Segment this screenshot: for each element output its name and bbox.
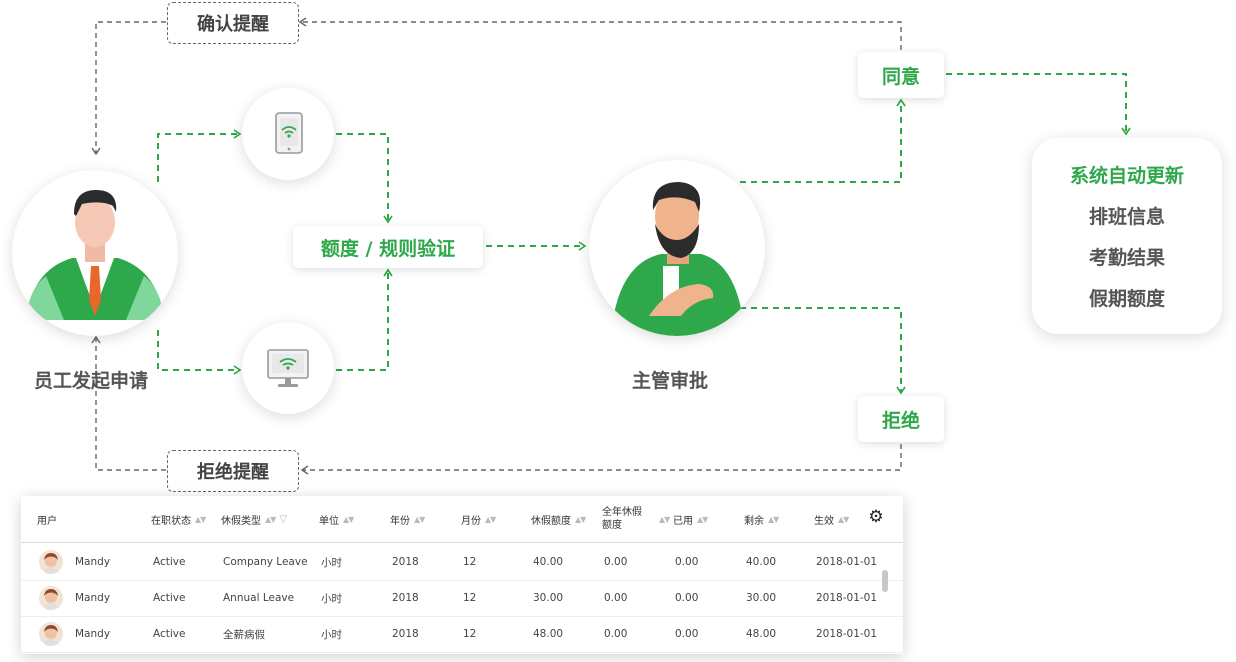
- user-avatar: [39, 622, 63, 646]
- cell-status: Active: [153, 592, 186, 604]
- edge-confirm-employee: [91, 21, 166, 156]
- col-month[interactable]: 月份▲▼: [461, 514, 496, 527]
- sort-icon[interactable]: ▲▼: [768, 514, 779, 524]
- cell-used: 0.00: [675, 628, 699, 640]
- edge-phone-verify: [336, 133, 393, 224]
- cell-remaining: 48.00: [746, 628, 777, 640]
- cell-effective: 2018-01-01: [816, 592, 878, 604]
- sort-icon[interactable]: ▲▼: [838, 514, 849, 524]
- cell-month: 12: [463, 628, 477, 640]
- table-row[interactable]: Mandy Active Annual Leave 小时 2018 12 30.…: [21, 580, 903, 617]
- sort-icon[interactable]: ▲▼: [195, 514, 206, 524]
- cell-annual: 0.00: [604, 628, 628, 640]
- table-row[interactable]: Mandy Active 全薪病假 小时 2018 12 48.00 0.00 …: [21, 616, 903, 653]
- result-line: 假期额度: [1088, 288, 1165, 310]
- edge-monitor-verify: [336, 268, 393, 371]
- cell-annual: 0.00: [604, 592, 628, 604]
- col-year[interactable]: 年份▲▼: [390, 514, 425, 527]
- col-effective[interactable]: 生效▲▼: [814, 514, 849, 527]
- manager-avatar: [611, 182, 745, 336]
- edge-agree-confirm: [298, 17, 902, 50]
- edge-employee-phone: [157, 129, 242, 182]
- col-status[interactable]: 在职状态▲▼: [151, 514, 206, 527]
- cell-month: 12: [463, 592, 477, 604]
- reject-box: 拒绝: [858, 396, 944, 442]
- cell-month: 12: [463, 556, 477, 568]
- col-used[interactable]: 已用▲▼: [673, 514, 708, 527]
- edge-remind-employee: [91, 335, 166, 471]
- confirm-remind-box: 确认提醒: [167, 2, 299, 44]
- cell-quota: 40.00: [533, 556, 564, 568]
- cell-unit: 小时: [321, 628, 342, 641]
- cell-type: 全薪病假: [223, 628, 265, 641]
- cell-unit: 小时: [321, 592, 342, 605]
- filter-icon[interactable]: ▽: [279, 513, 288, 525]
- desktop-channel-node: [242, 322, 334, 414]
- employee-label: 员工发起申请: [34, 370, 149, 392]
- cell-type: Annual Leave: [223, 592, 295, 604]
- employee-avatar: [26, 190, 164, 320]
- cell-annual: 0.00: [604, 556, 628, 568]
- col-unit[interactable]: 单位▲▼: [319, 514, 354, 527]
- col-remaining[interactable]: 剩余▲▼: [744, 514, 779, 527]
- cell-status: Active: [153, 556, 186, 568]
- table-header: 用户 在职状态▲▼ 休假类型▲▼▽ 单位▲▼ 年份▲▼ 月份▲▼ 休假额度▲▼ …: [21, 496, 903, 543]
- manager-label: 主管审批: [632, 370, 709, 392]
- edge-agree-result: [946, 73, 1131, 136]
- phone-channel-node: [242, 88, 334, 180]
- sort-icon[interactable]: ▲▼: [414, 514, 425, 524]
- system-update-card: 系统自动更新 排班信息 考勤结果 假期额度: [1032, 138, 1222, 334]
- user-avatar: [39, 550, 63, 574]
- result-line: 考勤结果: [1088, 247, 1165, 269]
- cell-unit: 小时: [321, 556, 342, 569]
- cell-user: Mandy: [75, 628, 111, 640]
- cell-user: Mandy: [75, 592, 111, 604]
- cell-remaining: 30.00: [746, 592, 777, 604]
- cell-status: Active: [153, 628, 186, 640]
- phone-icon: [275, 112, 303, 154]
- reject-remind-box: 拒绝提醒: [167, 450, 299, 492]
- col-leave-type[interactable]: 休假类型▲▼▽: [221, 513, 288, 527]
- agree-box: 同意: [858, 52, 944, 98]
- cell-effective: 2018-01-01: [816, 628, 878, 640]
- col-user[interactable]: 用户: [37, 515, 57, 527]
- sort-icon[interactable]: ▲▼: [659, 514, 670, 524]
- cell-year: 2018: [392, 628, 419, 640]
- table-row[interactable]: Mandy Active Company Leave 小时 2018 12 40…: [21, 544, 903, 581]
- col-annual-quota[interactable]: 全年休假额度: [602, 507, 642, 531]
- result-line: 排班信息: [1088, 206, 1165, 228]
- cell-used: 0.00: [675, 592, 699, 604]
- cell-year: 2018: [392, 592, 419, 604]
- cell-remaining: 40.00: [746, 556, 777, 568]
- table-scrollbar[interactable]: [882, 570, 888, 592]
- gear-icon[interactable]: ⚙: [868, 507, 884, 527]
- sort-icon[interactable]: ▲▼: [485, 514, 496, 524]
- cell-quota: 30.00: [533, 592, 564, 604]
- cell-user: Mandy: [75, 556, 111, 568]
- col-quota[interactable]: 休假额度▲▼: [531, 514, 586, 527]
- sort-icon[interactable]: ▲▼: [343, 514, 354, 524]
- cell-type: Company Leave: [223, 556, 308, 568]
- sort-icon[interactable]: ▲▼: [265, 514, 276, 524]
- verify-step-box: 额度 / 规则验证: [293, 226, 483, 268]
- cell-used: 0.00: [675, 556, 699, 568]
- employee-node: [12, 170, 178, 336]
- sort-icon[interactable]: ▲▼: [575, 514, 586, 524]
- leave-quota-table: 用户 在职状态▲▼ 休假类型▲▼▽ 单位▲▼ 年份▲▼ 月份▲▼ 休假额度▲▼ …: [21, 496, 903, 654]
- edge-manager-reject: [740, 307, 906, 395]
- result-line: 系统自动更新: [1069, 165, 1184, 187]
- cell-year: 2018: [392, 556, 419, 568]
- edge-reject-remindbox: [300, 444, 902, 475]
- edge-manager-agree: [740, 98, 906, 183]
- edge-employee-monitor: [157, 330, 242, 375]
- cell-effective: 2018-01-01: [816, 556, 878, 568]
- user-avatar: [39, 586, 63, 610]
- cell-quota: 48.00: [533, 628, 564, 640]
- sort-icon[interactable]: ▲▼: [697, 514, 708, 524]
- manager-node: [589, 160, 765, 336]
- monitor-icon: [267, 349, 309, 387]
